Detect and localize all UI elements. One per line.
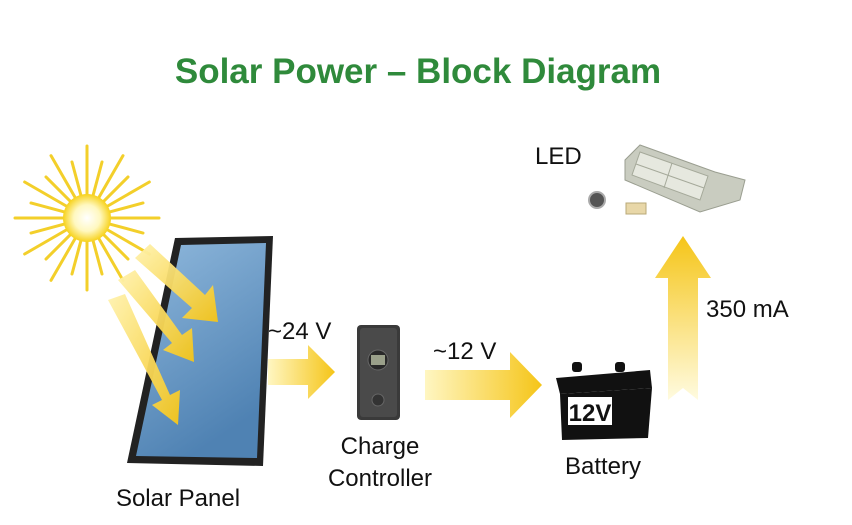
- sun-ray: [44, 175, 73, 204]
- sun-ray: [44, 232, 73, 261]
- sun-ray: [91, 237, 104, 276]
- sun-ray: [96, 154, 125, 201]
- arrow-controller-to-battery: [425, 352, 542, 418]
- flow-label-24v: ~24 V: [268, 318, 332, 345]
- flow-label-350ma: 350 mA: [706, 296, 789, 323]
- sun-ray: [70, 237, 83, 276]
- sun-ray: [23, 227, 70, 256]
- sun-ray: [91, 160, 104, 199]
- charge-controller-label-line2: Controller: [327, 465, 433, 492]
- sun-icon: [13, 144, 161, 292]
- solar-panel-label: Solar Panel: [115, 485, 241, 512]
- sun-core: [63, 194, 111, 242]
- sun-ray: [70, 160, 83, 199]
- sun-ray: [106, 201, 145, 214]
- diagram-title: Solar Power – Block Diagram: [174, 52, 662, 91]
- sun-ray: [101, 232, 130, 261]
- arrow-battery-to-led: [655, 236, 711, 400]
- sun-ray: [29, 201, 68, 214]
- sun-ray: [104, 180, 151, 209]
- charge-controller-image: [357, 325, 400, 420]
- sun-ray: [101, 175, 130, 204]
- arrow-panel-to-controller: [268, 345, 335, 399]
- battery-label: Battery: [564, 453, 642, 480]
- led-label: LED: [535, 143, 582, 170]
- battery-icon: 12V: [556, 362, 652, 440]
- flow-label-12v: ~12 V: [433, 338, 497, 365]
- battery-badge: 12V: [569, 400, 612, 427]
- sun-ray: [49, 235, 78, 282]
- charge-controller-label-line1: Charge: [340, 433, 420, 460]
- sunlight-arrows: [108, 244, 218, 425]
- led-fixture-image: [588, 144, 746, 215]
- sun-ray: [23, 180, 70, 209]
- sun-ray: [29, 222, 68, 235]
- sun-ray: [104, 227, 151, 256]
- sun-ray: [49, 154, 78, 201]
- sun-ray: [96, 235, 125, 282]
- sun-ray: [106, 222, 145, 235]
